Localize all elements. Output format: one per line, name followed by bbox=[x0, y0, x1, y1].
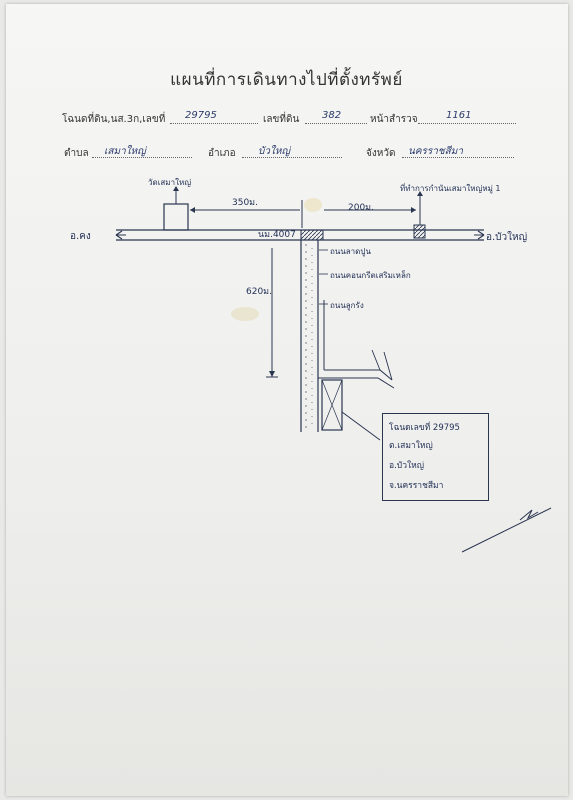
headman-office-building bbox=[413, 224, 426, 239]
left-town-label: อ.คง bbox=[70, 231, 91, 242]
junction-marker bbox=[300, 229, 324, 241]
province-value: นครราชสีมา bbox=[408, 146, 463, 157]
district-value: บัวใหญ่ bbox=[258, 146, 290, 157]
distance-down-arrow-icon bbox=[269, 371, 275, 377]
paved-road-label: ถนนลาดปูน bbox=[330, 247, 371, 256]
property-plot-cross bbox=[321, 379, 343, 431]
north-arrow-head-icon bbox=[519, 509, 539, 521]
distance-right-label: 200ม. bbox=[348, 203, 374, 213]
subdistrict-label: ตำบล bbox=[64, 148, 89, 159]
right-town-label: อ.บัวใหญ่ bbox=[486, 232, 528, 243]
info-deed: โฉนดเลขที่ 29795 bbox=[389, 423, 460, 433]
left-arrow-icon bbox=[115, 230, 126, 240]
concrete-road-label: ถนนคอนกรีตเสริมเหล็ก bbox=[330, 271, 411, 280]
right-arrow-icon bbox=[474, 230, 485, 240]
plot-to-info-leader bbox=[341, 411, 381, 441]
paper-sheet bbox=[6, 4, 568, 796]
deed-label: โฉนดที่ดิน,นส.3ก,เลขที่ bbox=[62, 114, 166, 125]
subdistrict-underline bbox=[92, 157, 192, 158]
province-underline bbox=[402, 157, 514, 158]
land-no-underline bbox=[305, 123, 367, 124]
property-info-box: โฉนดเลขที่ 29795 ต.เสมาใหญ่ อ.บัวใหญ่ จ.… bbox=[382, 413, 489, 501]
land-no-value: 382 bbox=[322, 110, 342, 121]
paper-stain-2 bbox=[304, 198, 322, 212]
survey-underline bbox=[418, 123, 516, 124]
land-no-label: เลขที่ดิน bbox=[263, 114, 300, 125]
office-pointer-arrow-icon bbox=[417, 191, 423, 196]
district-underline bbox=[242, 157, 342, 158]
distance-left-label: 350ม. bbox=[232, 198, 258, 208]
province-label: จังหวัด bbox=[366, 148, 396, 159]
branch-road-north bbox=[371, 349, 393, 381]
info-province: จ.นครราชสีมา bbox=[389, 481, 444, 491]
deed-underline bbox=[170, 123, 258, 124]
property-plot bbox=[321, 379, 343, 431]
survey-label: หน้าสำรวจ bbox=[370, 114, 418, 125]
laterite-road-label: ถนนลูกรัง bbox=[330, 301, 364, 310]
info-district: อ.บัวใหญ่ bbox=[389, 461, 424, 471]
distance-right-arrow-icon bbox=[411, 207, 416, 213]
north-arrow-icon bbox=[461, 507, 552, 553]
page-title: แผนที่การเดินทางไปที่ตั้งทรัพย์ bbox=[170, 70, 403, 90]
temple-label: วัดเสมาใหญ่ bbox=[148, 178, 192, 187]
distance-down-label: 620ม. bbox=[246, 287, 272, 297]
survey-value: 1161 bbox=[446, 110, 472, 121]
district-label: อำเภอ bbox=[208, 148, 236, 159]
headman-office-label: ที่ทำการกำนันเสมาใหญ่หมู่ 1 bbox=[400, 184, 501, 193]
temple-building bbox=[163, 203, 189, 231]
paper-stain bbox=[231, 307, 259, 321]
temple-pointer-arrow-icon bbox=[173, 186, 179, 191]
info-subdistrict: ต.เสมาใหญ่ bbox=[389, 441, 433, 451]
road-name-label: นม.4007 bbox=[258, 230, 296, 240]
deed-value: 29795 bbox=[185, 110, 217, 121]
distance-left-arrow-icon bbox=[190, 207, 195, 213]
branch-road-bottom bbox=[318, 377, 395, 389]
subdistrict-value: เสมาใหญ่ bbox=[104, 146, 146, 157]
